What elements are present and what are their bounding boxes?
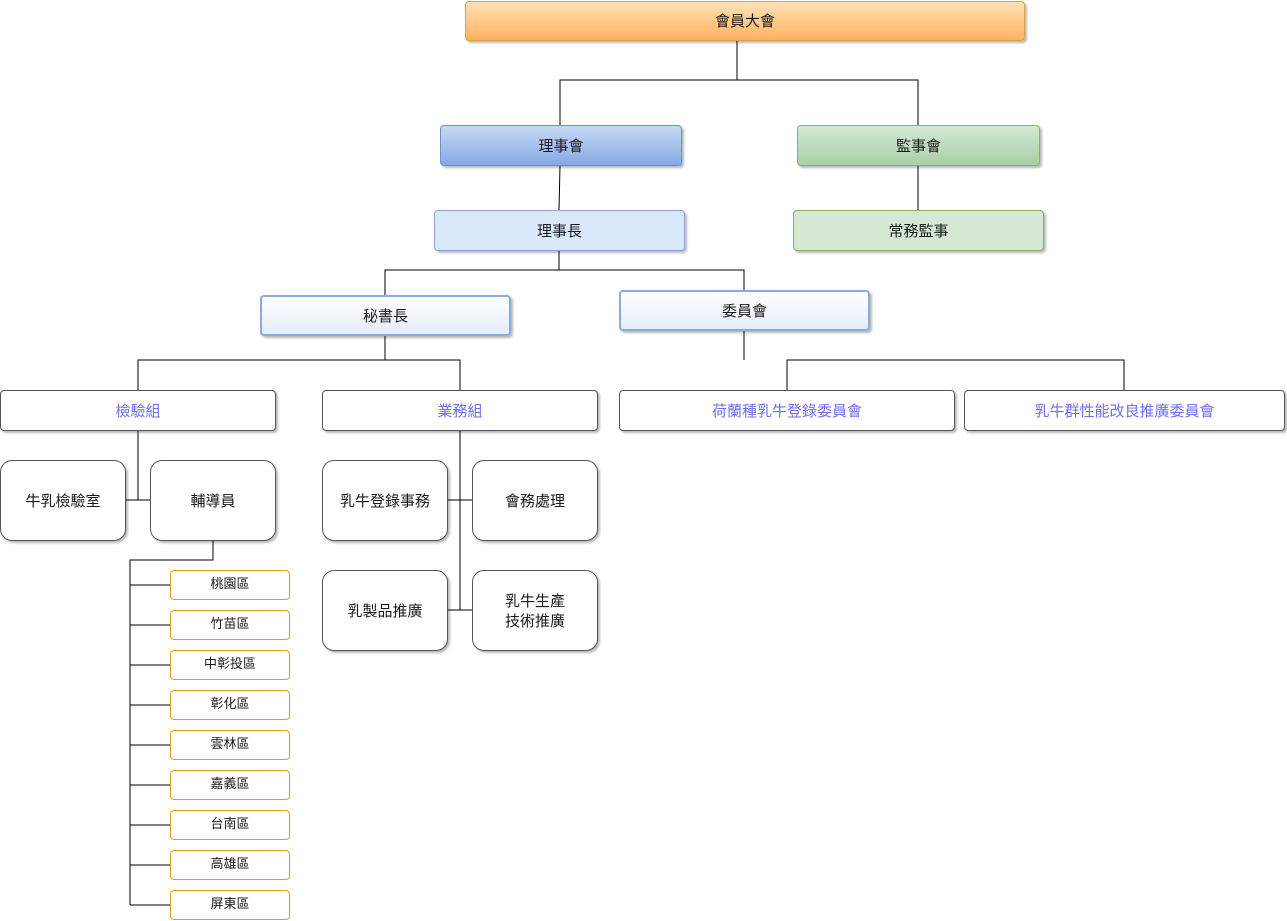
node-label: 嘉義區 [210,777,250,792]
node-label: 業務組 [437,401,483,420]
node-label: 高雄區 [210,857,250,872]
node-dairy-production-tech: 乳牛生產 技術推廣 [472,570,598,651]
node-label: 會務處理 [504,491,565,510]
node-label: 常務監事 [888,221,949,240]
node-dairy-products-promotion: 乳製品推廣 [322,570,448,651]
node-district: 桃園區 [170,570,290,600]
node-holstein-registration-committee: 荷蘭種乳牛登錄委員會 [619,390,955,431]
node-label: 荷蘭種乳牛登錄委員會 [711,401,862,420]
node-committee: 委員會 [619,290,870,331]
node-label: 理事會 [538,136,584,155]
node-secretary-general: 秘書長 [260,295,511,336]
node-general-assembly: 會員大會 [465,1,1025,41]
node-herd-improvement-committee: 乳牛群性能改良推廣委員會 [964,390,1285,431]
node-business-group: 業務組 [322,390,598,431]
node-label: 秘書長 [362,306,408,325]
node-board-of-directors: 理事會 [440,125,682,166]
node-cow-registration-affairs: 乳牛登錄事務 [322,460,448,541]
node-board-of-supervisors: 監事會 [797,125,1040,166]
connector-counselor-districts [129,541,214,905]
connector-committee-children [786,359,1125,390]
connector-secretary-children [137,359,461,390]
node-district: 屏東區 [170,890,290,920]
node-label: 竹苗區 [210,617,250,632]
node-counselor: 輔導員 [150,460,276,541]
node-district: 雲林區 [170,730,290,760]
node-inspection-group: 檢驗組 [0,390,276,431]
node-district: 彰化區 [170,690,290,720]
connector-assembly-boards [559,79,919,125]
node-standing-supervisor: 常務監事 [793,210,1044,251]
node-milk-testing-lab: 牛乳檢驗室 [0,460,126,541]
node-label: 乳製品推廣 [347,601,423,620]
node-label: 乳牛生產 技術推廣 [504,591,565,630]
node-district: 嘉義區 [170,770,290,800]
node-district: 高雄區 [170,850,290,880]
node-label: 乳牛登錄事務 [339,491,430,510]
node-membership-affairs: 會務處理 [472,460,598,541]
node-label: 乳牛群性能改良推廣委員會 [1034,401,1215,420]
node-label: 輔導員 [190,491,236,510]
node-label: 監事會 [895,136,941,155]
node-label: 台南區 [210,817,250,832]
node-district: 台南區 [170,810,290,840]
node-label: 理事長 [536,221,582,240]
district-connectors [130,584,170,906]
connector-board-chairman [558,165,561,211]
node-label: 檢驗組 [115,401,161,420]
node-chairman: 理事長 [434,210,685,251]
node-label: 雲林區 [210,737,250,752]
node-label: 牛乳檢驗室 [25,491,101,510]
node-label: 屏東區 [210,897,250,912]
node-district: 中彰投區 [170,650,290,680]
connector-group [126,41,1125,905]
node-label: 委員會 [721,301,767,320]
node-label: 中彰投區 [203,657,256,672]
node-district: 竹苗區 [170,610,290,640]
connector-inspection-children [126,431,150,501]
node-label: 會員大會 [714,12,775,30]
connector-chairman-children [384,269,745,295]
node-label: 彰化區 [210,697,250,712]
node-label: 桃園區 [210,577,250,592]
